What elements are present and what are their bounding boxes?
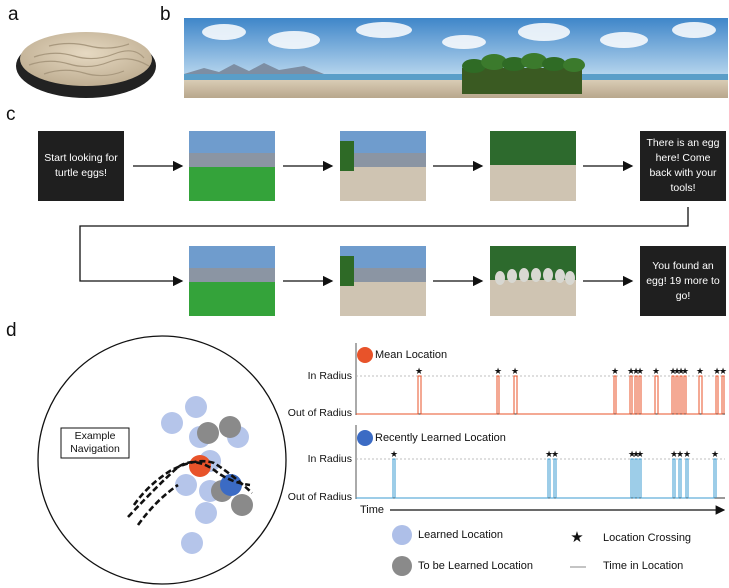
svg-text:★: ★	[677, 366, 685, 376]
svg-text:★: ★	[669, 366, 677, 376]
scene-grass-thumbnail	[189, 131, 275, 201]
svg-text:★: ★	[611, 366, 619, 376]
recent-location-marker	[357, 430, 373, 446]
svg-text:★: ★	[681, 366, 689, 376]
start-message-box: Start looking for turtle eggs!	[38, 131, 124, 201]
egg-here-message-text: There is an egg here! Come back with you…	[646, 137, 720, 194]
legend-to-be-learned-marker	[392, 556, 412, 576]
time-axis-label: Time	[360, 504, 385, 516]
scene-palm-thumbnail	[340, 131, 426, 201]
scene-eggs-thumbnail	[490, 246, 576, 316]
svg-text:★: ★	[696, 366, 704, 376]
beach-panorama-image	[184, 18, 728, 98]
found-egg-message-box: You found an egg! 19 more to go!	[640, 246, 726, 316]
flow-arrows	[79, 160, 689, 287]
svg-text:★: ★	[627, 366, 635, 376]
panel-letter-a: a	[8, 4, 19, 25]
egg-here-message-box: There is an egg here! Come back with you…	[640, 131, 726, 201]
legend-star-icon: ★	[570, 529, 583, 546]
legend-learned-label: Learned Location	[418, 529, 504, 541]
navigation-arena	[37, 335, 287, 585]
svg-text:★: ★	[511, 366, 519, 376]
svg-text:★: ★	[390, 449, 398, 459]
svg-text:★: ★	[711, 449, 719, 459]
legend-crossing-label: Location Crossing	[603, 532, 692, 544]
scene-palm-thumbnail-2	[340, 246, 426, 316]
svg-text:★: ★	[632, 449, 640, 459]
panel-letter-b: b	[160, 4, 171, 25]
example-navigation-label: Example Navigation	[70, 430, 120, 455]
mean-location-marker	[357, 347, 373, 363]
svg-text:★: ★	[713, 366, 721, 376]
svg-text:★: ★	[673, 366, 681, 376]
scene-forest-thumbnail	[490, 131, 576, 201]
mean-location-label: Mean Location	[375, 349, 448, 361]
scene-grass-thumbnail-2	[189, 246, 275, 316]
svg-text:★: ★	[551, 449, 559, 459]
svg-text:★: ★	[545, 449, 553, 459]
recent-location-label: Recently Learned Location	[375, 432, 506, 444]
svg-text:★: ★	[494, 366, 502, 376]
found-egg-message-text: You found an egg! 19 more to go!	[646, 259, 720, 302]
svg-text:★: ★	[636, 449, 644, 459]
location-traces-chart: ★★★★ ★★★★ ★★★★ ★★★ ★★★ ★★★ ★★★★ ★	[355, 343, 727, 576]
svg-text:★: ★	[628, 449, 636, 459]
out-radius-label-bottom: Out of Radius	[287, 491, 352, 503]
sand-arena-image	[16, 32, 156, 98]
panel-letter-d: d	[6, 320, 17, 341]
legend-time-in-label: Time in Location	[603, 560, 684, 572]
in-radius-label-bottom: In Radius	[307, 453, 352, 465]
in-radius-label-top: In Radius	[307, 370, 352, 382]
svg-text:★: ★	[632, 366, 640, 376]
legend-to-be-learned-label: To be Learned Location	[418, 560, 533, 572]
svg-text:★: ★	[683, 449, 691, 459]
svg-text:★: ★	[636, 366, 644, 376]
out-radius-label-top: Out of Radius	[287, 407, 352, 419]
legend-learned-marker	[392, 525, 412, 545]
svg-text:★: ★	[652, 366, 660, 376]
start-message-text: Start looking for turtle eggs!	[44, 152, 118, 179]
svg-text:★: ★	[415, 366, 423, 376]
svg-text:★: ★	[719, 366, 727, 376]
svg-text:★: ★	[670, 449, 678, 459]
panel-letter-c: c	[6, 104, 16, 125]
svg-text:★: ★	[676, 449, 684, 459]
